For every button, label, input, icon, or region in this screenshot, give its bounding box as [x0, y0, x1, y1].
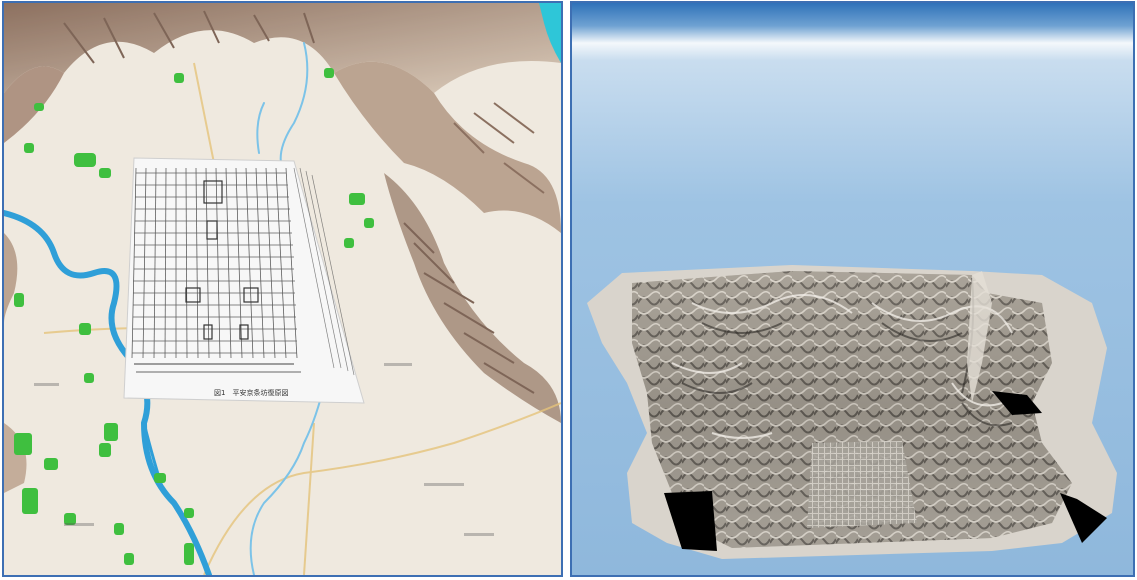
- rivers: [4, 42, 335, 575]
- city-grid-plan: 図1 平安京条坊復原図: [123, 157, 365, 404]
- map-labels: [34, 363, 494, 536]
- void-regions: [664, 391, 1107, 551]
- forest-patches: [14, 68, 374, 565]
- plan-caption: 図1 平安京条坊復原図: [214, 388, 288, 397]
- city-area: [807, 441, 917, 528]
- topographic-map: 図1 平安京条坊復原図: [4, 3, 561, 575]
- terrain-3d-view: [572, 3, 1133, 575]
- water-body: [539, 3, 561, 63]
- mountain-relief: [4, 3, 561, 493]
- left-map-panel: 図1 平安京条坊復原図: [2, 1, 563, 577]
- terrain-mesh: [587, 265, 1117, 559]
- right-3d-panel: [570, 1, 1135, 577]
